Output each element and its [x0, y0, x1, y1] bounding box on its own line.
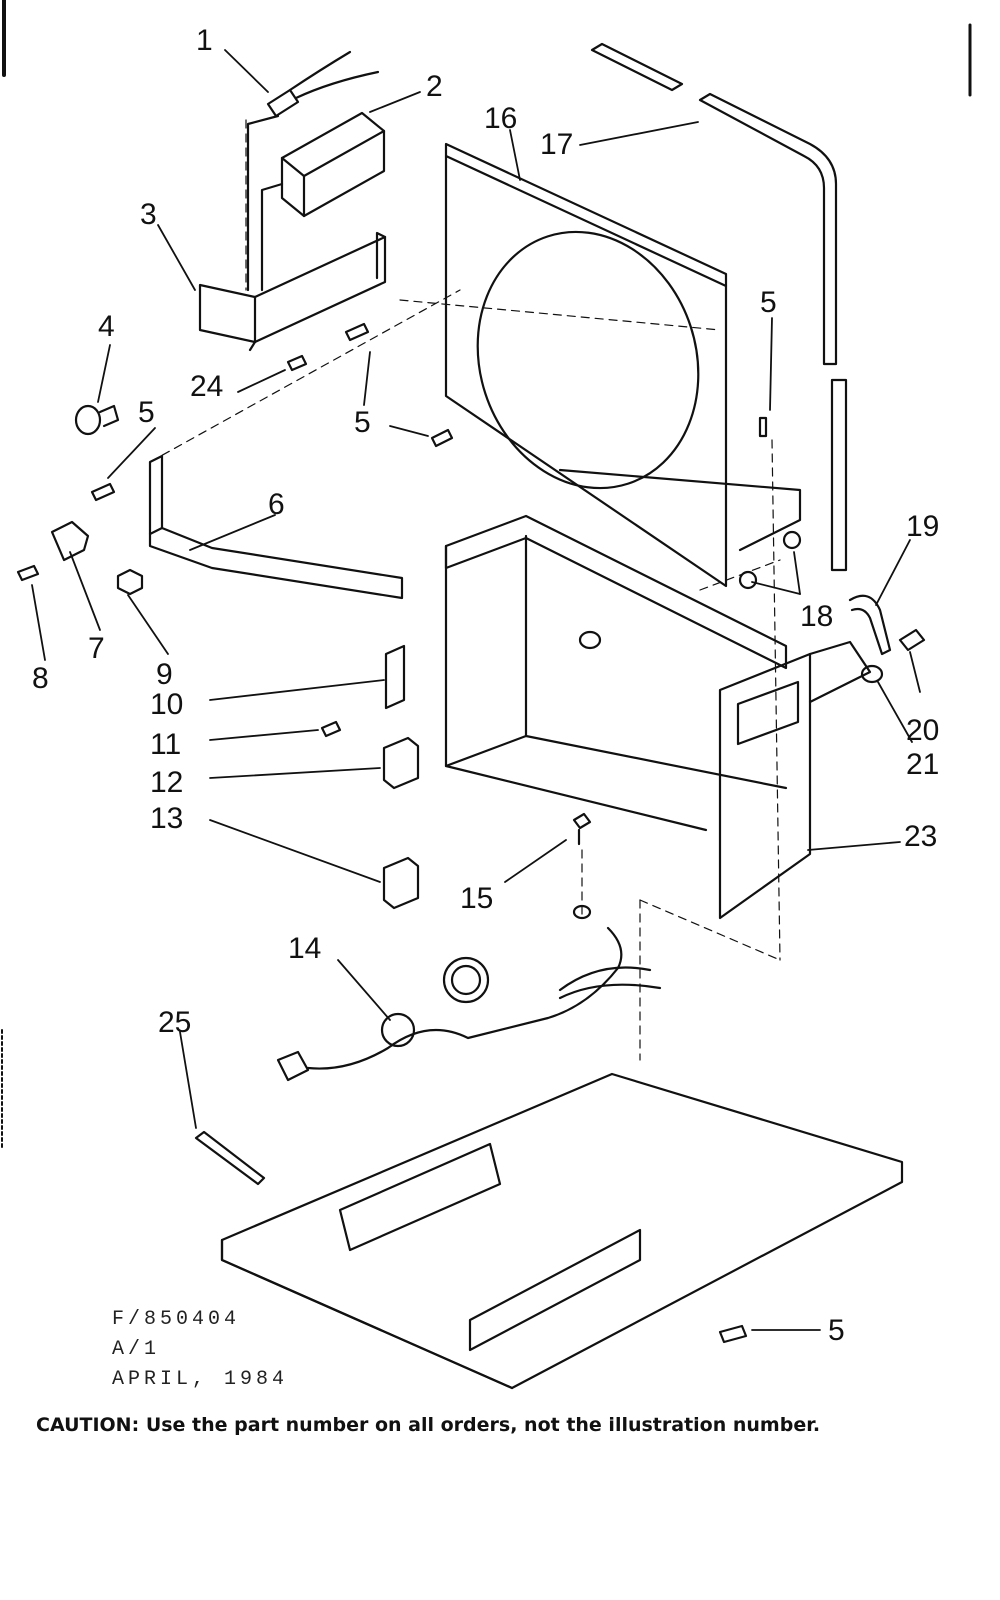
- callout-1: 1: [196, 24, 213, 57]
- screws: [16, 322, 768, 1344]
- part-10-terminal-block: [384, 644, 406, 710]
- callout-7: 7: [88, 632, 105, 665]
- callout-13: 13: [150, 802, 184, 835]
- callout-2: 2: [426, 70, 443, 103]
- callout-23: 23: [904, 820, 938, 853]
- part-19-lever: [848, 594, 892, 656]
- part-6-support-bracket: [148, 454, 404, 600]
- assembly-guides: [149, 119, 781, 1061]
- callout-21: 21: [906, 748, 940, 781]
- callout-12: 12: [150, 766, 184, 799]
- caution-label: CAUTION:: [36, 1414, 140, 1436]
- callout-16: 16: [484, 102, 518, 135]
- part-20-pin: [898, 628, 926, 652]
- figure-number: F/850404: [112, 1308, 241, 1331]
- callout-20: 20: [906, 714, 940, 747]
- callout-10: 10: [150, 688, 184, 721]
- part-17-seal-strips: [590, 42, 848, 572]
- callout-9: 9: [156, 658, 173, 691]
- callout-25: 25: [158, 1006, 192, 1039]
- callout-18: 18: [800, 600, 834, 633]
- part-2-control-box: [260, 111, 386, 292]
- callout-24: 24: [190, 370, 224, 403]
- callout-8: 8: [32, 662, 49, 695]
- part-base-pan: [220, 1072, 904, 1390]
- callout-5b: 5: [354, 406, 371, 439]
- part-12-relay: [382, 736, 420, 790]
- callout-19: 19: [906, 510, 940, 543]
- callout-4: 4: [98, 310, 115, 343]
- callout-17: 17: [540, 128, 574, 161]
- caution-note: CAUTION: Use the part number on all orde…: [36, 1414, 996, 1436]
- part-23-side-panel: [718, 640, 872, 920]
- part-3-bracket: [198, 231, 387, 352]
- callout-6: 6: [268, 488, 285, 521]
- part-13-switch: [382, 856, 420, 910]
- callout-5a: 5: [138, 396, 155, 429]
- callout-5d: 5: [760, 286, 777, 319]
- callout-15: 15: [460, 882, 494, 915]
- leader-lines: [31, 49, 921, 1331]
- callout-11: 11: [150, 728, 182, 761]
- figure-date: APRIL, 1984: [112, 1368, 289, 1391]
- part-4-knob: [74, 404, 120, 436]
- part-21-washer: [860, 664, 884, 684]
- callout-5e: 5: [828, 1314, 845, 1347]
- part-7-clamp: [50, 520, 90, 562]
- figure-revision: A/1: [112, 1338, 161, 1361]
- part-16-fan-shroud: [444, 142, 802, 588]
- callout-3: 3: [140, 198, 157, 231]
- part-18-nuts: [738, 530, 802, 590]
- part-9-nut: [116, 568, 144, 596]
- part-14-power-cord: [276, 904, 662, 1082]
- caution-text: Use the part number on all orders, not t…: [145, 1414, 821, 1436]
- callout-14: 14: [288, 932, 322, 965]
- part-frame: [444, 514, 788, 832]
- part-1-capacitor: [246, 50, 380, 292]
- part-25-strap: [194, 1130, 266, 1186]
